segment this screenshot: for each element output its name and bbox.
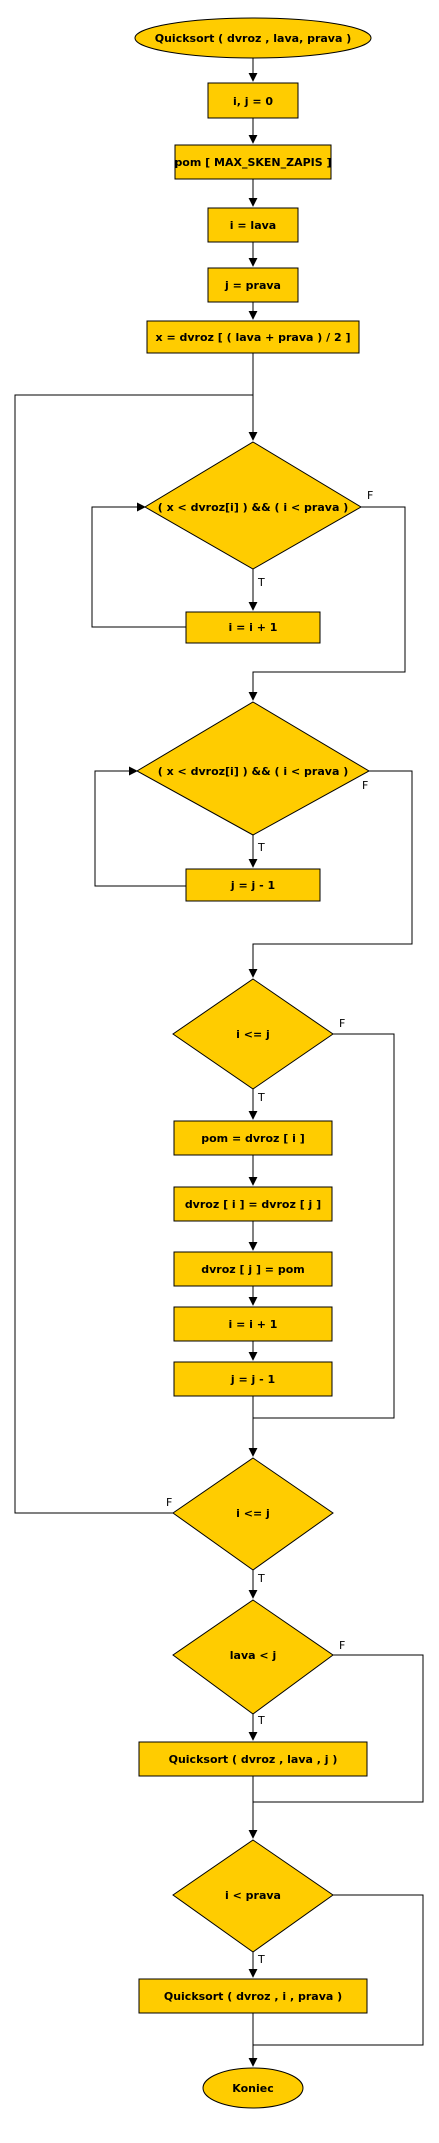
qs-right-label: Quicksort ( dvroz , i , prava ) <box>164 1990 342 2003</box>
swap1-label: dvroz [ i ] = dvroz [ j ] <box>185 1198 321 1211</box>
x-assign-label: x = dvroz [ ( lava + prava ) / 2 ] <box>156 331 351 344</box>
decision-cond6: i < prava <box>172 1839 334 1953</box>
cond5-label: lava < j <box>230 1649 276 1662</box>
decision-cond4: i <= j <box>172 1457 334 1571</box>
cond2-label: ( x < dvroz[i] ) && ( i < prava ) <box>158 765 348 778</box>
process-qs-left: Quicksort ( dvroz , lava , j ) <box>138 1741 368 1777</box>
process-i-lava: i = lava <box>207 207 299 243</box>
label-cond2-true: T <box>257 841 265 854</box>
process-j-dec1: j = j - 1 <box>185 868 321 902</box>
label-cond4-false: F <box>166 1496 172 1509</box>
cond1-label: ( x < dvroz[i] ) && ( i < prava ) <box>158 501 348 514</box>
decision-cond1: ( x < dvroz[i] ) && ( i < prava ) <box>144 441 362 570</box>
i-inc1-label: i = i + 1 <box>229 621 278 634</box>
edge-jdec1-back <box>94 766 186 887</box>
edge-labels: F T F T F T F T F T T <box>166 489 373 1966</box>
label-cond6-true: T <box>257 1953 265 1966</box>
process-swap1: dvroz [ i ] = dvroz [ j ] <box>173 1186 333 1222</box>
swap2-label: dvroz [ j ] = pom <box>201 1263 305 1276</box>
cond6-label: i < prava <box>225 1889 281 1902</box>
edge-iinc1-back <box>91 502 186 628</box>
start-terminal: Quicksort ( dvroz , lava, prava ) <box>134 17 372 59</box>
process-j-prava: j = prava <box>207 267 299 303</box>
process-i-inc1: i = i + 1 <box>185 611 321 644</box>
label-cond1-false: F <box>367 489 373 502</box>
init-ij-label: i, j = 0 <box>233 95 273 108</box>
process-swap2: dvroz [ j ] = pom <box>173 1251 333 1287</box>
process-pom-assign: pom = dvroz [ i ] <box>173 1120 333 1156</box>
label-cond3-false: F <box>339 1017 345 1030</box>
i-lava-label: i = lava <box>230 219 276 232</box>
process-pom-decl: pom [ MAX_SKEN_ZAPIS ] <box>174 144 332 180</box>
edge-cond2-false <box>248 770 413 978</box>
edge-cond6-false <box>253 1894 424 2046</box>
process-x-assign: x = dvroz [ ( lava + prava ) / 2 ] <box>146 320 360 354</box>
end-terminal: Koniec <box>202 2067 304 2109</box>
decision-cond2: ( x < dvroz[i] ) && ( i < prava ) <box>135 701 371 836</box>
decision-cond5: lava < j <box>172 1599 334 1715</box>
pom-assign-label: pom = dvroz [ i ] <box>201 1132 305 1145</box>
j-dec1-label: j = j - 1 <box>230 879 275 892</box>
nodes: Quicksort ( dvroz , lava, prava ) i, j =… <box>134 17 372 2109</box>
start-label: Quicksort ( dvroz , lava, prava ) <box>155 32 352 45</box>
label-cond2-false: F <box>362 779 368 792</box>
process-init-ij: i, j = 0 <box>207 82 299 119</box>
i-inc2-label: i = i + 1 <box>229 1318 278 1331</box>
edge-cond5-false <box>253 1654 424 1803</box>
end-label: Koniec <box>232 2082 273 2095</box>
edges <box>14 58 424 2067</box>
j-prava-label: j = prava <box>224 279 281 292</box>
process-j-dec2: j = j - 1 <box>173 1361 333 1397</box>
label-cond3-true: T <box>257 1091 265 1104</box>
label-cond5-false: F <box>339 1639 345 1652</box>
j-dec2-label: j = j - 1 <box>230 1373 275 1386</box>
cond4-label: i <= j <box>236 1507 270 1520</box>
label-cond4-true: T <box>257 1572 265 1585</box>
cond3-label: i <= j <box>236 1028 270 1041</box>
label-cond5-true: T <box>257 1714 265 1727</box>
decision-cond3: i <= j <box>172 978 334 1090</box>
process-i-inc2: i = i + 1 <box>173 1306 333 1342</box>
edge-cond4-false-back <box>14 394 253 1514</box>
edge-cond3-false <box>253 1033 395 1419</box>
qs-left-label: Quicksort ( dvroz , lava , j ) <box>169 1753 338 1766</box>
pom-decl-label: pom [ MAX_SKEN_ZAPIS ] <box>174 156 331 169</box>
edge-cond1-false <box>248 506 406 701</box>
label-cond1-true: T <box>257 576 265 589</box>
process-qs-right: Quicksort ( dvroz , i , prava ) <box>138 1978 368 2014</box>
